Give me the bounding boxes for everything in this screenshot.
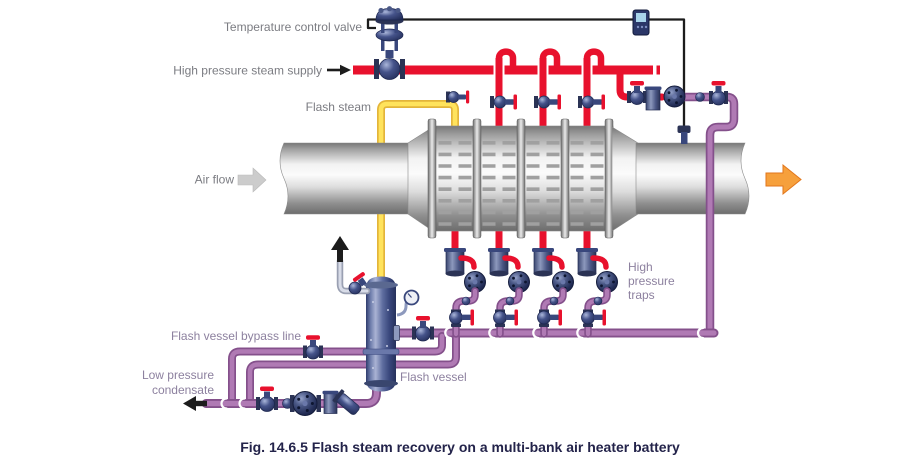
- steam-riser-bank2: [493, 48, 517, 131]
- svg-text:Low pressure: Low pressure: [142, 368, 214, 382]
- float-trap-icon: [552, 271, 574, 293]
- bank-trap-assembly-2: [488, 248, 530, 340]
- temperature-sensor-icon: [677, 125, 691, 144]
- battery-divider-plates: [427, 118, 614, 239]
- lp-isolation-valve-icon: [256, 386, 278, 412]
- label-flash-steam: Flash steam: [306, 100, 371, 114]
- pressure-gauge-icon: [396, 289, 420, 317]
- dirt-pocket: [444, 248, 466, 277]
- label-temperature-control-valve: Temperature control valve: [224, 20, 362, 34]
- condensate-header-pipe: [394, 326, 719, 340]
- steam-riser-bank4: [581, 48, 605, 131]
- check-valve-icon: [461, 296, 471, 306]
- lp-sight-pot: [322, 390, 339, 414]
- label-air-flow: Air flow: [195, 173, 235, 187]
- station-stop-valve-icon: [709, 81, 728, 106]
- trap-outlet-valve-icon: [493, 309, 518, 327]
- heater-fins: [438, 141, 604, 227]
- figure-caption: Fig. 14.6.5 Flash steam recovery on a mu…: [240, 439, 680, 455]
- vessel-inlet-valve-icon: [412, 316, 434, 342]
- steam-riser-bank3: [537, 48, 561, 131]
- label-high-pressure-steam-supply: High pressure steam supply: [173, 64, 322, 78]
- vessel-inlet-flange: [393, 325, 400, 341]
- lp-condensate-pipe: [201, 379, 381, 410]
- lp-strainer-icon: [332, 389, 360, 415]
- air-out-arrow: [765, 163, 802, 196]
- riser-valve-bank1-icon: [446, 90, 470, 104]
- air-heater-battery: [427, 118, 614, 239]
- steam-trap-station: [616, 69, 739, 336]
- trap-outlet-valve-icon: [581, 309, 606, 327]
- riser-valve-bank2-icon: [490, 94, 517, 110]
- bank-trap-assembly-3: [532, 248, 574, 340]
- bypass-valve-icon: [303, 335, 323, 360]
- flash-vessel: [362, 276, 400, 392]
- station-isolation-valve-icon: [627, 81, 647, 105]
- flash-steam-pipe: [377, 100, 459, 288]
- air-flow-arrow: [237, 167, 267, 193]
- bypass-line-pipe: [228, 332, 446, 404]
- svg-text:High: High: [628, 260, 653, 274]
- vent-arrow: [331, 236, 349, 262]
- label-high-pressure-traps: High pressure traps: [628, 260, 675, 302]
- label-low-pressure-condensate: Low pressure condensate: [142, 368, 214, 397]
- float-trap-icon: [464, 271, 486, 293]
- svg-text:condensate: condensate: [152, 383, 214, 397]
- bank-trap-assembly-4: [576, 248, 618, 340]
- safety-valve-icon: [336, 257, 371, 295]
- svg-text:traps: traps: [628, 288, 655, 302]
- station-float-trap-icon: [663, 85, 686, 108]
- check-valve-icon: [549, 296, 559, 306]
- station-check-valve-icon: [695, 92, 705, 102]
- riser-valve-bank4-icon: [578, 94, 605, 110]
- label-flash-vessel-bypass-line: Flash vessel bypass line: [171, 329, 301, 343]
- bank-trap-assembly-1: [444, 248, 486, 340]
- check-valve-icon: [505, 296, 515, 306]
- riser-valve-bank3-icon: [534, 94, 561, 110]
- lp-float-trap-icon: [290, 391, 321, 416]
- station-separator-pot: [644, 86, 662, 111]
- air-duct-outlet: [611, 126, 750, 232]
- label-flash-vessel: Flash vessel: [400, 370, 467, 384]
- trap-outlet-valve-icon: [449, 309, 474, 327]
- check-valve-icon: [593, 296, 603, 306]
- header-end-cap: [656, 65, 660, 75]
- steam-supply-arrow: [327, 64, 351, 76]
- trap-outlet-valve-icon: [537, 309, 562, 327]
- air-duct-inlet: [279, 126, 434, 232]
- controller-icon: [632, 9, 650, 36]
- svg-text:pressure: pressure: [628, 274, 675, 288]
- control-signal-line: [366, 18, 686, 127]
- lp-return-line-pipe: [246, 333, 460, 404]
- temperature-control-valve-icon: [374, 6, 405, 80]
- lp-condensate-arrow: [183, 396, 207, 411]
